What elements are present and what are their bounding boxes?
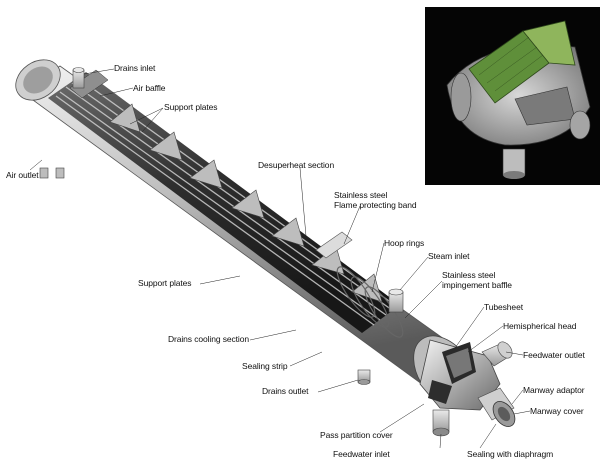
shell-cutaway xyxy=(48,69,400,333)
label-sealing-strip: Sealing strip xyxy=(242,361,288,371)
label-air-baffle: Air baffle xyxy=(133,83,166,93)
label-support-plates-left: Support plates xyxy=(138,278,192,288)
label-air-outlet: Air outlet xyxy=(6,170,39,180)
label-manway-adaptor: Manway adaptor xyxy=(523,385,585,395)
label-feedwater-inlet: Feedwater inlet xyxy=(333,449,390,459)
label-drains-inlet: Drains inlet xyxy=(114,63,156,73)
label-stainless-band-2: Flame protecting band xyxy=(334,200,417,210)
drains-inlet-nozzle xyxy=(72,67,85,89)
label-tubesheet: Tubesheet xyxy=(484,302,523,312)
hemispherical-head xyxy=(413,335,501,411)
flame-protecting-band xyxy=(315,231,353,259)
label-drains-cooling-section: Drains cooling section xyxy=(168,334,249,344)
steam-inlet-nozzle xyxy=(388,288,404,313)
label-pass-partition-cover: Pass partition cover xyxy=(320,430,393,440)
label-feedwater-outlet: Feedwater outlet xyxy=(523,350,585,360)
label-impingement-2: impingement baffle xyxy=(442,280,512,290)
inset-channel-illustration xyxy=(425,7,600,185)
leader-lines xyxy=(29,68,531,449)
label-drains-outlet: Drains outlet xyxy=(262,386,309,396)
label-sealing-with-diaphragm: Sealing with diaphragm xyxy=(467,449,554,459)
label-steam-inlet: Steam inlet xyxy=(428,251,470,261)
label-impingement-1: Stainless steel xyxy=(442,270,496,280)
air-outlet-nozzle xyxy=(39,167,65,179)
label-manway-cover: Manway cover xyxy=(530,406,584,416)
drains-outlet-nozzle xyxy=(357,369,371,385)
inset-channel-detail xyxy=(425,7,600,185)
label-desuperheat-section: Desuperheat section xyxy=(258,160,335,170)
label-hoop-rings: Hoop rings xyxy=(384,238,425,248)
label-support-plates-top: Support plates xyxy=(164,102,218,112)
label-hemispherical-head: Hemispherical head xyxy=(503,321,577,331)
label-stainless-band-1: Stainless steel xyxy=(334,190,388,200)
feedwater-inlet-nozzle xyxy=(432,409,450,437)
feedwater-outlet-nozzle xyxy=(481,341,513,367)
manway-assembly xyxy=(477,387,516,427)
